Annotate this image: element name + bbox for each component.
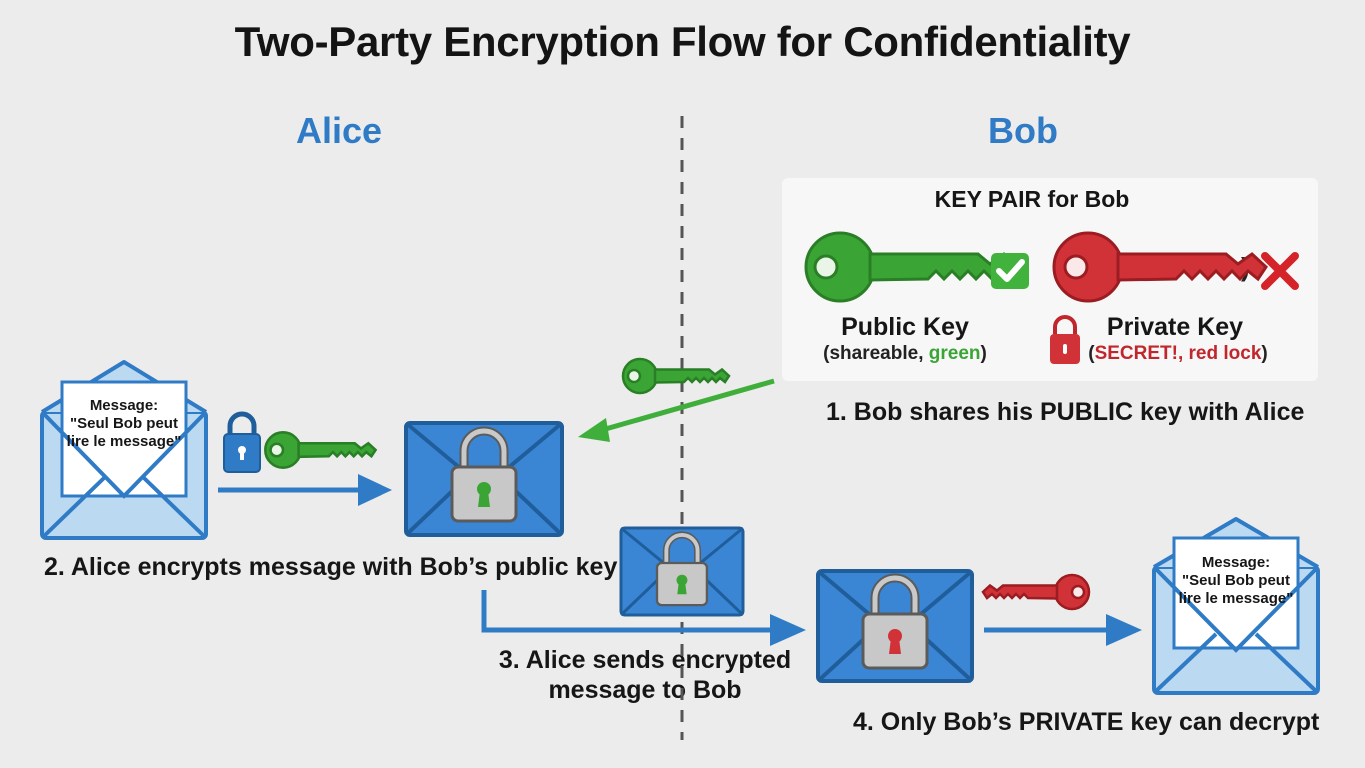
encrypted-envelope-icon xyxy=(404,421,564,537)
decrypt-private-key-icon xyxy=(981,573,1091,611)
key-pair-heading: KEY PAIR for Bob xyxy=(934,186,1130,212)
alice-message-line1: Message: xyxy=(89,397,159,414)
bob-heading: Bob xyxy=(988,110,1058,151)
bob-message-line2: "Seul Bob peut xyxy=(1182,572,1290,589)
step-3-text-line1: 3. Alice sends encrypted xyxy=(498,646,792,674)
page-title: Two-Party Encryption Flow for Confidenti… xyxy=(234,18,1131,65)
received-envelope-icon xyxy=(816,569,974,683)
private-key-note-suffix: ) xyxy=(1261,343,1268,364)
private-key-icon xyxy=(1052,231,1268,303)
check-mark-icon xyxy=(991,253,1029,289)
step-1-text: 1. Bob shares his PUBLIC key with Alice xyxy=(826,398,1305,426)
alice-message-line3: lire le message" xyxy=(66,433,182,450)
public-key-note-prefix: (shareable, xyxy=(823,343,929,364)
step-4-text: 4. Only Bob’s PRIVATE key can decrypt xyxy=(853,708,1320,736)
shared-public-key-icon xyxy=(621,357,731,395)
bob-message-line3: lire le message" xyxy=(1178,590,1294,607)
alice-message-text: Message: "Seul Bob peut lire le message" xyxy=(62,397,186,451)
share-key-arrowhead xyxy=(578,418,610,442)
public-key-note-suffix: ) xyxy=(980,343,987,364)
alice-lock-icon xyxy=(223,411,261,473)
alice-open-envelope-icon xyxy=(40,360,208,540)
alice-public-key-icon xyxy=(264,431,377,469)
public-key-label: Public Key xyxy=(841,313,969,341)
transit-envelope-icon xyxy=(619,526,745,617)
send-arrow xyxy=(481,590,770,633)
red-lock-icon xyxy=(1050,315,1080,364)
private-key-label: Private Key xyxy=(1106,313,1244,341)
public-key-icon xyxy=(804,231,1020,303)
public-key-note: (shareable, green) xyxy=(795,343,1015,365)
encrypt-arrowhead xyxy=(358,474,392,506)
bob-open-envelope-icon xyxy=(1152,517,1320,695)
step-2-text: 2. Alice encrypts message with Bob’s pub… xyxy=(44,553,618,581)
cross-mark-icon xyxy=(1261,252,1299,290)
step-3-text-line2: message to Bob xyxy=(548,676,742,704)
private-key-note-prefix: ( xyxy=(1088,343,1095,364)
public-key-note-green: green xyxy=(928,343,981,364)
bob-message-line1: Message: xyxy=(1201,554,1271,571)
alice-message-line2: "Seul Bob peut xyxy=(70,415,178,432)
alice-heading: Alice xyxy=(296,110,383,151)
decrypt-arrowhead xyxy=(1106,614,1142,646)
send-arrowhead xyxy=(770,614,806,646)
private-key-note: (SECRET!, red lock) xyxy=(1083,343,1273,365)
private-key-note-red: SECRET!, red lock xyxy=(1094,343,1262,364)
bob-message-text: Message: "Seul Bob peut lire le message" xyxy=(1174,554,1298,608)
share-key-arrow xyxy=(601,378,775,433)
